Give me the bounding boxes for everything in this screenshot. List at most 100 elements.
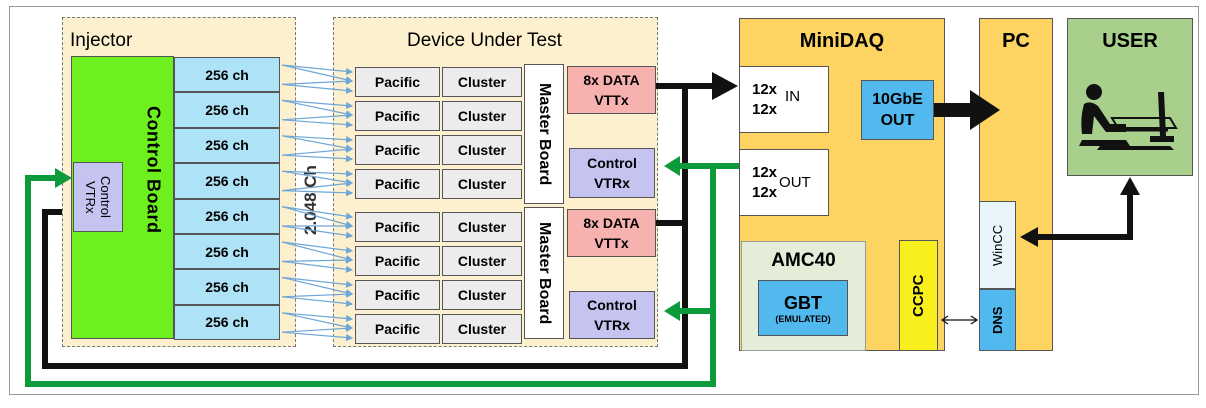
fibre-2-1 [281, 99, 354, 110]
fibre-6-4 [281, 260, 354, 273]
control-vtrx-1-line2: VTRx [594, 175, 630, 191]
channel-5: 256 ch [174, 198, 280, 234]
tengbe-line2: OUT [880, 112, 915, 129]
fibre-4-4 [281, 189, 354, 197]
pc-user-arrow-up [1120, 177, 1140, 195]
fibre-5-4 [281, 225, 354, 239]
control-loop [25, 163, 739, 387]
fibre-3-1 [281, 135, 354, 144]
amc40-title: AMC40 [771, 250, 836, 271]
fibre-8-4 [281, 331, 354, 342]
pacific-8: Pacific [355, 314, 440, 344]
user-operator-icon [1079, 84, 1178, 150]
data-vttx-1-line2: VTTx [594, 92, 629, 108]
control-links [25, 163, 739, 387]
fibre-1-1 [281, 64, 354, 75]
pacific-6: Pacific [355, 246, 440, 276]
data-vttx-1: 8x DATA VTTx [567, 66, 656, 114]
minidaq-out-line1: 12x [752, 163, 778, 181]
channel-3: 256 ch [174, 127, 280, 164]
control-arrow-1 [664, 156, 680, 176]
minidaq-in-line2: 12x [752, 100, 778, 118]
fibre-7-1 [281, 276, 354, 288]
minidaq-in-stack: 12x 12x [752, 80, 777, 120]
channel-1: 256 ch [174, 57, 280, 93]
pacific-5: Pacific [355, 212, 440, 242]
pacific-3: Pacific [355, 135, 440, 165]
pc-user-arrow-left [1020, 227, 1038, 247]
pc-title: PC [1002, 29, 1030, 52]
fibre-3-3 [281, 145, 354, 156]
ccpc-dns-arrows [940, 315, 979, 325]
fibre-6-3 [281, 256, 354, 264]
cluster-6: Cluster [442, 246, 522, 276]
dut-title: Device Under Test [407, 30, 562, 51]
channel-6: 256 ch [174, 234, 280, 270]
fibre-1-3 [281, 77, 354, 85]
fibre-5-1 [281, 206, 354, 220]
fibre-3-4 [281, 154, 354, 163]
master-board-1: Master Board [524, 64, 564, 204]
master-board-2: Master Board [524, 207, 564, 339]
data-vttx-2-line1: 8x DATA [583, 215, 640, 231]
control-vtrx-1-line1: Control [587, 155, 637, 171]
injector-control-vtrx: Control VTRx [73, 162, 123, 232]
control-vtrx-2-line1: Control [587, 297, 637, 313]
cluster-7: Cluster [442, 280, 522, 310]
minidaq-out-box: 12x 12x OUT [739, 149, 829, 216]
fibre-1-4 [281, 83, 354, 95]
fibre-5-2 [281, 206, 354, 228]
cluster-5: Cluster [442, 212, 522, 242]
minidaq-out-line2: 12x [752, 183, 778, 201]
minidaq-in-line1: 12x [752, 80, 778, 98]
fibre-7-2 [281, 276, 354, 297]
tengbe-arrow [970, 90, 1000, 130]
fibre-4-3 [281, 180, 354, 192]
gbt-label: GBT [784, 292, 822, 313]
gbt-sub-label: (EMULATED) [775, 313, 831, 324]
pacific-1: Pacific [355, 67, 440, 97]
pacific-4: Pacific [355, 169, 440, 199]
fibre-7-3 [281, 290, 354, 298]
cluster-1: Cluster [442, 67, 522, 97]
user-title: USER [1102, 29, 1158, 52]
minidaq-out-stack: 12x 12x [752, 163, 777, 203]
fibre-2-3 [281, 111, 354, 121]
channel-4: 256 ch [174, 163, 280, 199]
injector-title: Injector [70, 30, 133, 51]
gbt-box: GBT (EMULATED) [758, 280, 848, 336]
fibre-7-4 [281, 296, 354, 307]
data-vttx-2-line2: VTTx [594, 235, 629, 251]
fibre-6-1 [281, 241, 354, 254]
data-link-loop [42, 83, 688, 369]
fibre-3-2 [281, 135, 354, 152]
minidaq-title: MiniDAQ [799, 29, 885, 52]
cluster-8: Cluster [442, 314, 522, 344]
fibre-2-4 [281, 119, 354, 129]
cluster-2: Cluster [442, 101, 522, 131]
control-vtrx-2-line2: VTRx [594, 317, 630, 333]
tengbe-line1: 10GbE [872, 91, 923, 108]
control-vtrx-2: Control VTRx [569, 291, 655, 339]
tengbe-out-box: 10GbE OUT [861, 80, 934, 140]
fibre-4-2 [281, 170, 354, 186]
diagram-frame [9, 6, 1199, 395]
pc-user-link [1026, 192, 1133, 240]
minidaq-in-suffix: IN [785, 88, 801, 105]
control-arrow-2 [664, 301, 680, 321]
data-vttx-2: 8x DATA VTTx [567, 209, 656, 257]
channel-7: 256 ch [174, 269, 280, 305]
fibre-6-2 [281, 241, 354, 262]
data-arrow-head [712, 72, 738, 100]
cluster-3: Cluster [442, 135, 522, 165]
control-arrow-injector [55, 168, 72, 188]
fibre-8-1 [281, 312, 354, 323]
control-vtrx-1: Control VTRx [569, 148, 655, 198]
data-links [42, 83, 688, 369]
cluster-4: Cluster [442, 169, 522, 199]
fibre-2-2 [281, 99, 354, 118]
pacific-2: Pacific [355, 101, 440, 131]
minidaq-in-box: 12x 12x IN [739, 66, 829, 133]
channel-2: 256 ch [174, 92, 280, 128]
